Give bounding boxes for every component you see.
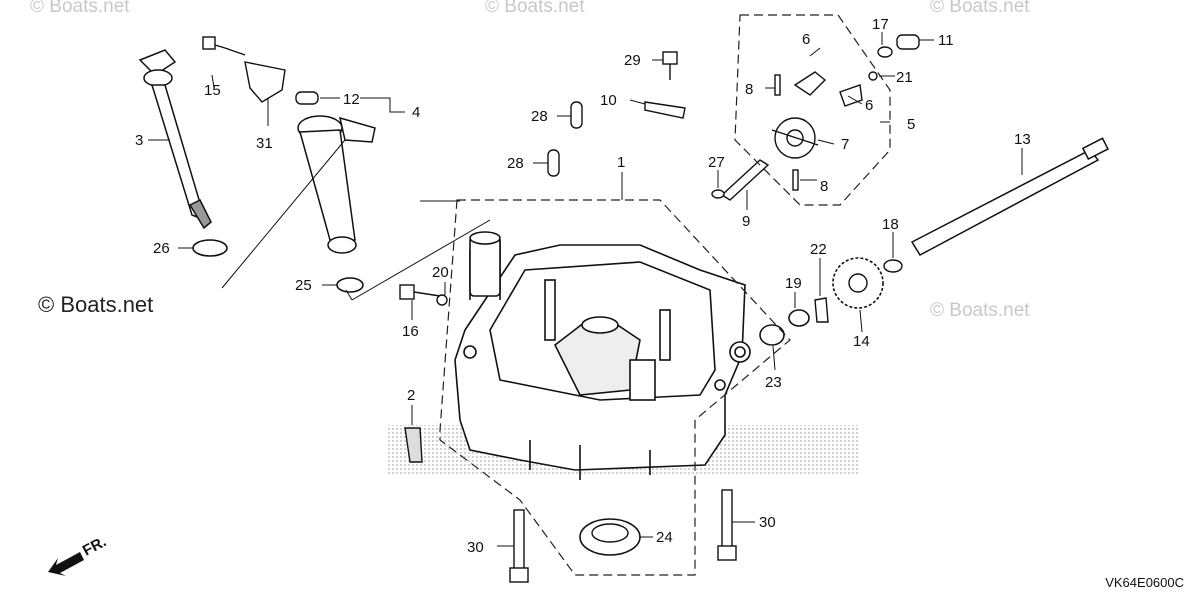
callout-14: 14	[853, 333, 870, 350]
callout-28b: 28	[507, 155, 524, 172]
bracket-assembly	[202, 36, 319, 105]
callout-20: 20	[432, 264, 449, 281]
seal-23	[759, 324, 785, 346]
shaft-13	[910, 137, 1109, 256]
callout-24: 24	[656, 529, 673, 546]
clip-22	[814, 297, 829, 323]
callout-30b: 30	[759, 514, 776, 531]
callout-30a: 30	[467, 539, 484, 556]
washer-18	[883, 259, 903, 273]
front-arrow: FR.	[48, 533, 109, 576]
bolt-30-right	[717, 489, 737, 561]
watermark-top-right: © Boats.net	[930, 0, 1030, 17]
callout-labels: 1 2 3 4 5 6 6 7 8 8 9 10 11 12 13 14 15 …	[135, 16, 1031, 556]
watermark-top-left: © Boats.net	[30, 0, 130, 17]
callout-8a: 8	[745, 81, 753, 98]
crankcase-part	[454, 231, 751, 480]
dipstick-part	[138, 49, 212, 230]
o-ring-26	[192, 239, 228, 257]
washer-17	[877, 46, 893, 58]
watermark-left: © Boats.net	[38, 292, 154, 317]
callout-1: 1	[617, 154, 625, 171]
callout-21: 21	[896, 69, 913, 86]
washer-19	[788, 309, 810, 327]
callout-12: 12	[343, 91, 360, 108]
callout-7: 7	[841, 136, 849, 153]
callout-16: 16	[402, 323, 419, 340]
gear-14-hub	[848, 273, 868, 293]
callout-27: 27	[708, 154, 725, 171]
bolt-30-left	[509, 509, 529, 583]
callout-26: 26	[153, 240, 170, 257]
oil-seal-24-inner	[591, 523, 629, 543]
callout-25: 25	[295, 277, 312, 294]
callout-8b: 8	[820, 178, 828, 195]
callout-3: 3	[135, 132, 143, 149]
dowel-28a	[570, 101, 583, 129]
callout-5: 5	[907, 116, 915, 133]
callout-19: 19	[785, 275, 802, 292]
callout-18: 18	[882, 216, 899, 233]
callout-6a: 6	[802, 31, 810, 48]
callout-10: 10	[600, 92, 617, 109]
watermark-right: © Boats.net	[930, 300, 1030, 321]
callout-11: 11	[938, 32, 954, 49]
bolt-29	[662, 51, 678, 80]
watermark-top-center: © Boats.net	[485, 0, 585, 17]
oil-filler-tube	[297, 115, 376, 254]
callout-4: 4	[412, 104, 420, 121]
governor-assembly	[711, 71, 863, 201]
front-label: FR.	[80, 533, 109, 559]
o-ring-25	[336, 277, 364, 293]
plate-10	[644, 101, 686, 119]
callout-22: 22	[810, 241, 827, 258]
callout-2: 2	[407, 387, 415, 404]
callout-29: 29	[624, 52, 641, 69]
pin-11	[896, 34, 920, 50]
callout-28a: 28	[531, 108, 548, 125]
callout-23: 23	[765, 374, 782, 391]
callout-31: 31	[256, 135, 273, 152]
callout-9: 9	[742, 213, 750, 230]
diagram-code: VK64E0600C	[1105, 575, 1184, 590]
group-outlines	[439, 14, 891, 576]
callout-17: 17	[872, 16, 889, 33]
bolt-16	[399, 284, 448, 306]
callout-13: 13	[1014, 131, 1031, 148]
callout-6b: 6	[865, 97, 873, 114]
callout-15: 15	[204, 82, 221, 99]
washer-21	[868, 71, 878, 81]
clip-2	[404, 427, 423, 463]
dowel-28b	[547, 149, 560, 177]
